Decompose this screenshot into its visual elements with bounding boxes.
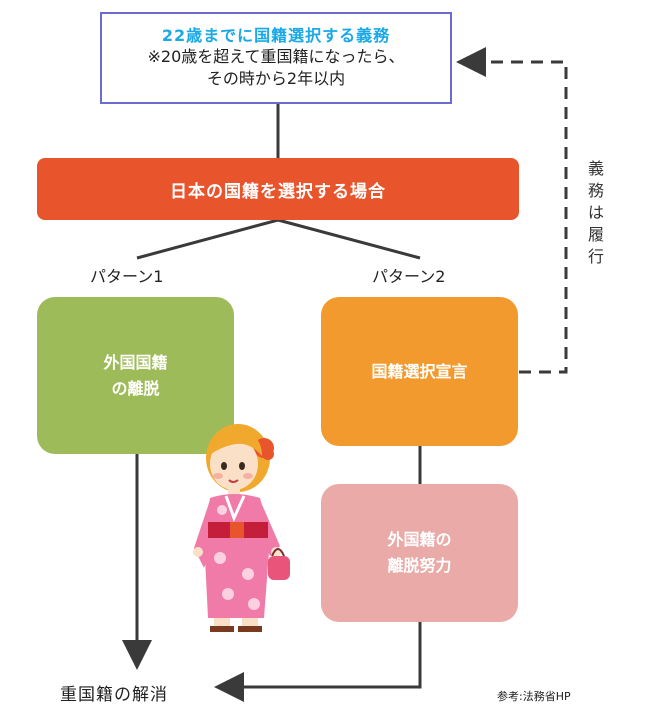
renounce-foreign-box: 外国国籍 の離脱	[37, 297, 234, 454]
dashed-fulfilled-arrow	[456, 47, 568, 374]
choose-japanese-bar: 日本の国籍を選択する場合	[37, 158, 519, 220]
side-char-3: は	[587, 203, 604, 222]
side-char-1: 義	[587, 159, 604, 178]
line-pink-to-final	[214, 622, 422, 702]
obligation-note: ※20歳を超えて重国籍になったら、	[147, 47, 405, 66]
renounce-effort-line1: 外国籍の	[387, 530, 452, 549]
side-char-5: 行	[587, 247, 604, 266]
obligation-box: 22歳までに国籍選択する義務 ※20歳を超えて重国籍になったら、 その時から2年…	[100, 12, 452, 104]
side-char-4: 履	[587, 225, 604, 244]
line-bar-to-pattern1	[136, 218, 279, 260]
renounce-effort-line2: 離脱努力	[387, 556, 452, 575]
renounce-foreign-line1: 外国国籍	[103, 352, 168, 372]
renounce-effort-box: 外国籍の 離脱努力	[321, 484, 518, 622]
obligation-note-2: その時から2年以内	[206, 69, 346, 88]
renounce-foreign-line2: の離脱	[111, 378, 160, 398]
yukata-girl-illustration	[193, 424, 290, 632]
obligation-title: 22歳までに国籍選択する義務	[161, 26, 391, 45]
pattern2-label: パターン2	[372, 267, 446, 286]
source-note: 参考:法務省HP	[497, 690, 571, 703]
obligation-fulfilled-label: 義 務 は 履 行	[584, 158, 608, 268]
dual-citizenship-resolved-label: 重国籍の解消	[60, 685, 168, 705]
side-char-2: 務	[587, 181, 604, 200]
pattern1-label: パターン1	[90, 267, 164, 286]
declaration-box: 国籍選択宣言	[321, 297, 518, 446]
line-bar-to-pattern2	[277, 218, 421, 260]
